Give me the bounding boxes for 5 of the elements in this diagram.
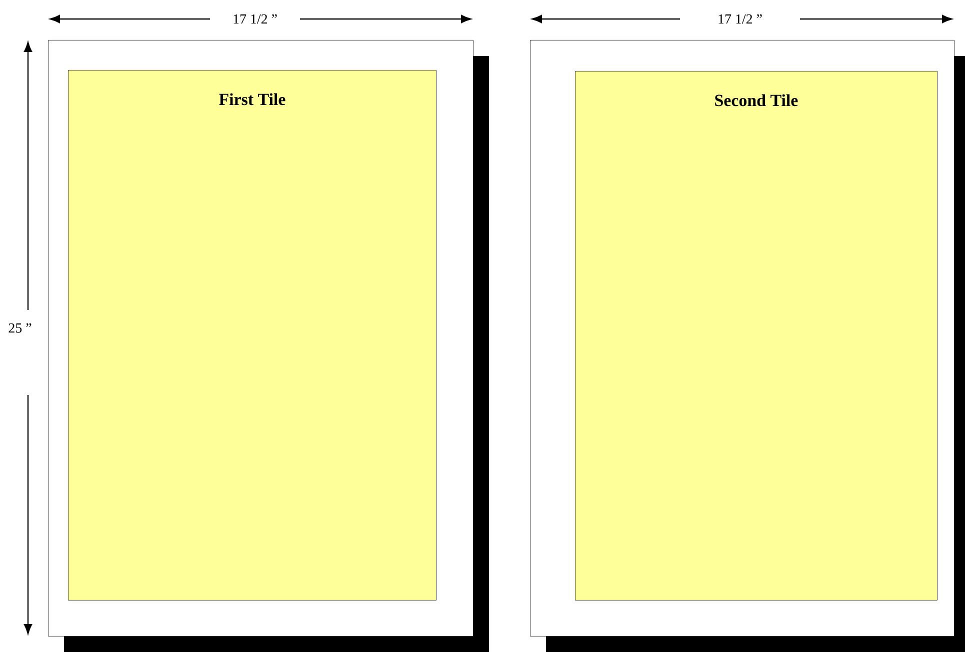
dimension-label: 17 1/2 ” (718, 14, 762, 24)
tile-box: Second Tile (575, 70, 938, 600)
tile-box: First Tile (68, 70, 436, 600)
dimension-label: 25 ” (8, 323, 32, 333)
dimension-label: 17 1/2 ” (234, 14, 277, 24)
